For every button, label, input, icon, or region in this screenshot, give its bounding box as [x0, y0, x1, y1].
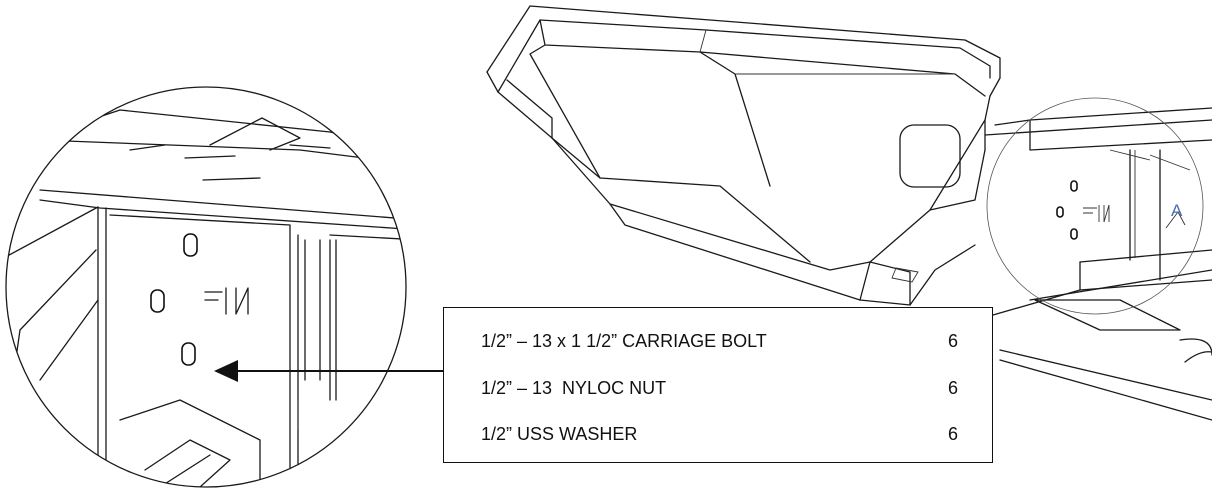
- detail-callout-label: A: [1171, 201, 1183, 220]
- part-description: 1/2” – 13 NYLOC NUT: [481, 378, 667, 398]
- detail-magnified-view: [5, 86, 407, 488]
- table-row: 1/2” USS WASHER 6: [444, 424, 992, 464]
- bumper-outline: [486, 5, 1212, 421]
- part-quantity: 6: [948, 378, 959, 398]
- table-row: 1/2” – 13 NYLOC NUT 6: [444, 378, 992, 418]
- detail-reference-circle: [986, 97, 1204, 315]
- slot-left: [150, 289, 165, 313]
- callout-arrow: [214, 360, 444, 382]
- table-row: 1/2” – 13 x 1 1/2” CARRIAGE BOLT 6: [444, 331, 992, 371]
- hardware-parts-table: 1/2” – 13 x 1 1/2” CARRIAGE BOLT 6 1/2” …: [443, 307, 993, 463]
- slot-bottom: [181, 342, 196, 366]
- slot-top: [183, 233, 198, 257]
- part-quantity: 6: [948, 331, 959, 351]
- part-description: 1/2” USS WASHER: [481, 424, 638, 444]
- part-quantity: 6: [948, 424, 959, 444]
- part-description: 1/2” – 13 x 1 1/2” CARRIAGE BOLT: [481, 331, 767, 351]
